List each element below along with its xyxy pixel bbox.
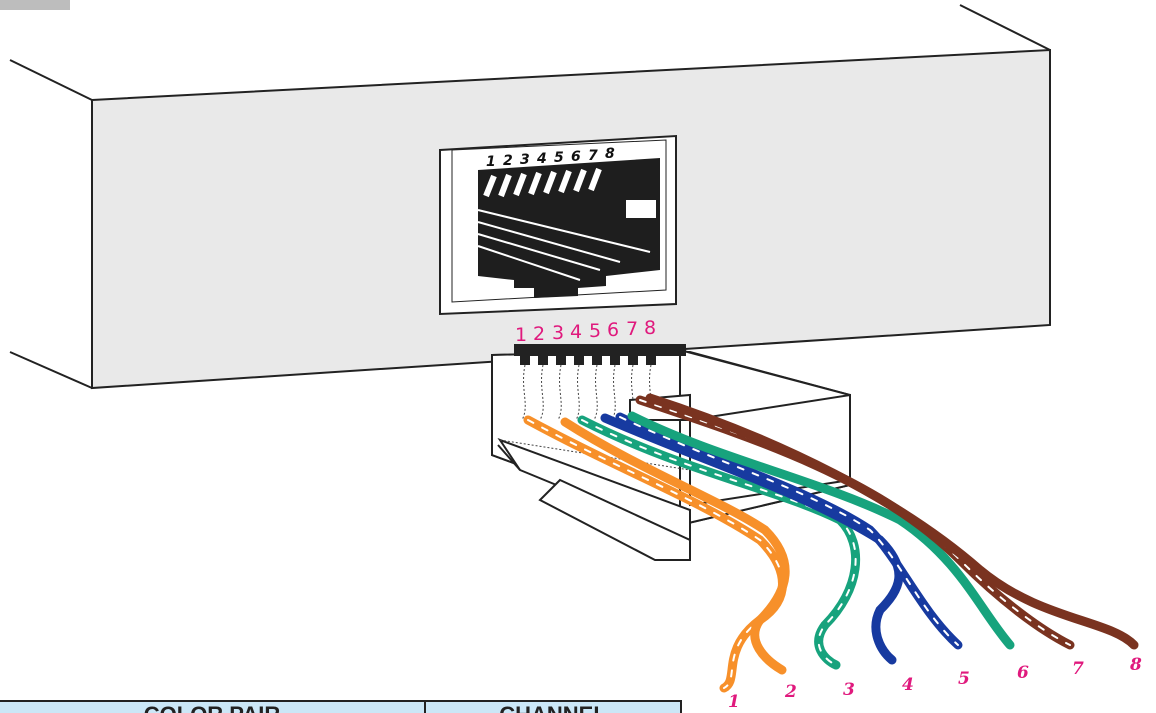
rj45-jack: 1 2 3 4 5 6 7 8 — [440, 136, 676, 314]
color-pair-table-header: COLOR PAIR CHANNEL — [0, 700, 682, 713]
jack-pin-label: 7 — [588, 148, 598, 164]
jack-pin-label: 3 — [520, 152, 530, 168]
plug-pin-label: 6 — [607, 319, 619, 341]
column-header-channel: CHANNEL — [424, 700, 680, 713]
top-left-artifact — [0, 0, 70, 10]
jack-pin-label: 5 — [554, 150, 564, 166]
wire-label: 4 — [902, 675, 914, 695]
column-header-color-pair: COLOR PAIR — [0, 700, 424, 713]
plug-pin-label: 5 — [589, 320, 601, 342]
wire-label: 5 — [958, 669, 970, 689]
plug-pin-label: 8 — [644, 317, 656, 339]
plug-pin-label: 2 — [533, 323, 545, 345]
jack-pin-label: 2 — [503, 153, 513, 169]
wire-label: 6 — [1017, 663, 1029, 683]
wire-label: 7 — [1072, 659, 1084, 679]
plug-pin-label: 3 — [552, 322, 564, 344]
wire-label: 2 — [784, 682, 797, 702]
wire-labels: 1 2 3 4 5 6 7 8 — [728, 655, 1142, 712]
wire-label: 1 — [728, 692, 740, 712]
jack-pin-label: 1 — [486, 154, 496, 170]
plug-pin-label: 7 — [626, 318, 638, 340]
jack-pin-label: 6 — [571, 149, 581, 165]
jack-pin-label: 8 — [605, 146, 615, 162]
jack-pin-label: 4 — [536, 151, 547, 167]
plug-pin-label: 1 — [515, 324, 527, 346]
plug-pin-label: 4 — [570, 321, 582, 343]
wire-label: 8 — [1129, 655, 1142, 675]
wire-label: 3 — [843, 680, 855, 700]
